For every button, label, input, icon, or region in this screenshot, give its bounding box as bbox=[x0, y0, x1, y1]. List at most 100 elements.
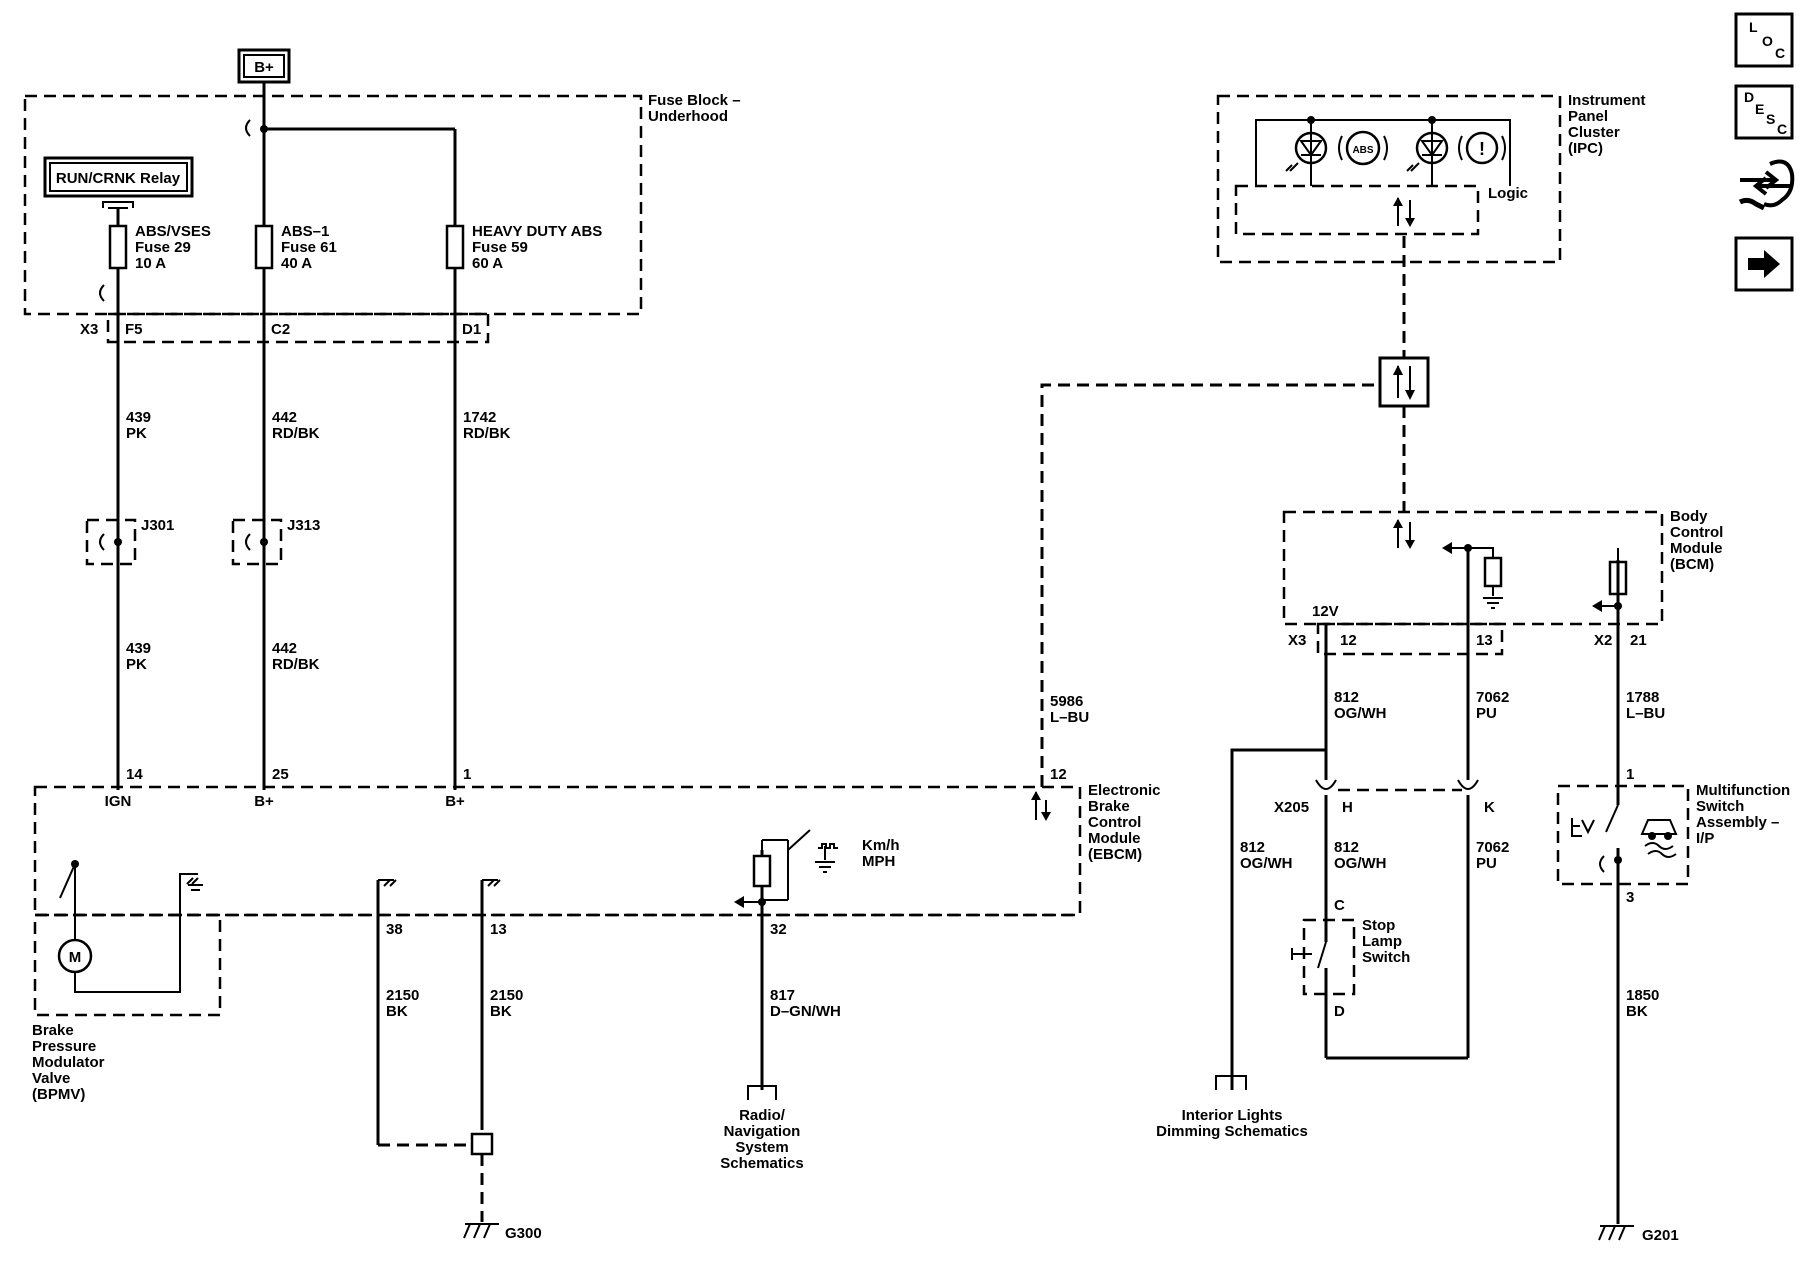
radio-ref-3: System bbox=[735, 1139, 788, 1156]
fuse-59-number: Fuse 59 bbox=[472, 239, 528, 256]
wire-2150a-num: 2150 bbox=[386, 987, 419, 1004]
ebcm-pin-1: 1 bbox=[463, 766, 471, 783]
diagnostic-info-button[interactable] bbox=[1738, 159, 1795, 211]
bcm-title-4: (BCM) bbox=[1670, 556, 1714, 573]
arrow-right-icon bbox=[1748, 250, 1780, 278]
fuse-29-icon bbox=[108, 224, 128, 270]
wire-439b-num: 439 bbox=[126, 640, 151, 657]
wire-7062a-num: 7062 bbox=[1476, 689, 1509, 706]
bcm-title-2: Control bbox=[1670, 524, 1723, 541]
body-control-module: Body Control Module (BCM) 12V X3 12 13 X… bbox=[1282, 508, 1723, 656]
bcm-connector-x2: X2 bbox=[1594, 632, 1612, 649]
stop-lamp-pin-d: D bbox=[1334, 1003, 1345, 1020]
fuse-61-number: Fuse 61 bbox=[281, 239, 337, 256]
serial-data-gateway-icon bbox=[1378, 356, 1430, 408]
fuse-59-rating: 60 A bbox=[472, 255, 503, 272]
loc-letter-o: O bbox=[1762, 33, 1773, 49]
wire-jumper-mark bbox=[99, 284, 105, 302]
ground-g201-label: G201 bbox=[1642, 1227, 1679, 1244]
hand-icon bbox=[1763, 159, 1795, 208]
loc-letter-l: L bbox=[1749, 19, 1758, 35]
ground-icon bbox=[480, 879, 501, 1130]
fuse-29-number: Fuse 29 bbox=[135, 239, 191, 256]
wire-7062a-color: PU bbox=[1476, 705, 1497, 722]
bpmv-title-5: (BPMV) bbox=[32, 1086, 85, 1103]
x205-pin-h: H bbox=[1342, 799, 1353, 816]
stop-lamp-switch: C Stop Lamp Switch D bbox=[1291, 897, 1468, 1060]
wire-817-num: 817 bbox=[770, 987, 795, 1004]
splice-j313-label: J313 bbox=[287, 517, 320, 534]
abs-symbol-icon: ABS bbox=[1338, 130, 1388, 166]
traction-control-icon bbox=[1640, 819, 1678, 858]
wire-812c-num: 812 bbox=[1334, 839, 1359, 856]
wire-812b-num: 812 bbox=[1240, 839, 1265, 856]
relay-contact-icon bbox=[102, 201, 134, 209]
vehicle-speed-circuit bbox=[734, 829, 838, 1090]
motor-label: M bbox=[69, 949, 82, 966]
wire-1742-num: 1742 bbox=[463, 409, 496, 426]
wire-5986-num: 5986 bbox=[1050, 693, 1083, 710]
bpmv-title-3: Modulator bbox=[32, 1054, 105, 1071]
mfs-pin-3: 3 bbox=[1626, 889, 1634, 906]
wire-7062b-color: PU bbox=[1476, 855, 1497, 872]
desc-letter-e: E bbox=[1755, 101, 1764, 117]
mfs-title-3: Assembly – bbox=[1696, 814, 1779, 831]
bcm-pin-13: 13 bbox=[1476, 632, 1493, 649]
brake-indicator-lamp-icon bbox=[1406, 120, 1449, 186]
brake-symbol-text: ! bbox=[1479, 139, 1485, 159]
connector-x205: X205 H K bbox=[1215, 748, 1495, 1090]
wire-1850-num: 1850 bbox=[1626, 987, 1659, 1004]
ipc-logic-label: Logic bbox=[1488, 185, 1528, 202]
fuse-block-title-1: Fuse Block – bbox=[648, 92, 741, 109]
ebcm-title-1: Electronic bbox=[1088, 782, 1161, 799]
location-button[interactable]: L O C bbox=[1734, 12, 1794, 68]
ebcm-pin-38: 38 bbox=[386, 921, 403, 938]
stop-lamp-title-2: Lamp bbox=[1362, 933, 1402, 950]
ipc-title-2: Panel bbox=[1568, 108, 1608, 125]
ebcm-pin-label-bplus-1: B+ bbox=[254, 793, 274, 810]
brake-warning-symbol-icon: ! bbox=[1458, 131, 1506, 165]
abs-indicator-lamp-icon bbox=[1285, 120, 1328, 186]
ebcm-title-4: Module bbox=[1088, 830, 1141, 847]
wire-2150b-color: BK bbox=[490, 1003, 512, 1020]
wire-812c-color: OG/WH bbox=[1334, 855, 1387, 872]
stop-lamp-title-1: Stop bbox=[1362, 917, 1395, 934]
wire-2150a-color: BK bbox=[386, 1003, 408, 1020]
interior-lights-reference[interactable]: Interior Lights Dimming Schematics bbox=[1156, 1107, 1308, 1140]
pin-f5: F5 bbox=[125, 321, 143, 338]
arrow-left-icon bbox=[1752, 176, 1792, 196]
bpmv-title-2: Pressure bbox=[32, 1038, 96, 1055]
description-button[interactable]: D E S C bbox=[1734, 84, 1794, 140]
next-page-button[interactable] bbox=[1734, 236, 1794, 292]
radio-ref-1: Radio/ bbox=[739, 1107, 786, 1124]
wire-7062b-num: 7062 bbox=[1476, 839, 1509, 856]
wire-812a-num: 812 bbox=[1334, 689, 1359, 706]
bpmv: M Brake Pressure Modulator Valve (BPMV) bbox=[32, 860, 222, 1103]
speed-unit-mph: MPH bbox=[862, 853, 895, 870]
ebcm-pin-13: 13 bbox=[490, 921, 507, 938]
mfs-title-4: I/P bbox=[1696, 830, 1714, 847]
radio-ref-2: Navigation bbox=[724, 1123, 801, 1140]
wire-5986-color: L–BU bbox=[1050, 709, 1089, 726]
speed-unit-km: Km/h bbox=[862, 837, 900, 854]
desc-letter-d: D bbox=[1744, 89, 1754, 105]
pin-c2: C2 bbox=[271, 321, 290, 338]
ground-splice-icon bbox=[470, 1132, 494, 1156]
ground-g201-icon bbox=[1598, 1225, 1634, 1241]
wire-812b-color: OG/WH bbox=[1240, 855, 1293, 872]
ipc-title-3: Cluster bbox=[1568, 124, 1620, 141]
fuse-59-name: HEAVY DUTY ABS bbox=[472, 223, 602, 240]
wire-442-color: RD/BK bbox=[272, 425, 320, 442]
radio-navigation-reference[interactable]: Radio/ Navigation System Schematics bbox=[720, 1107, 803, 1172]
wire-1788-num: 1788 bbox=[1626, 689, 1659, 706]
ground-g300-icon bbox=[463, 1223, 499, 1239]
ipc-serial-icon bbox=[1393, 197, 1415, 227]
stop-lamp-pin-c: C bbox=[1334, 897, 1345, 914]
x205-label: X205 bbox=[1274, 799, 1309, 816]
wire-442-num: 442 bbox=[272, 409, 297, 426]
wire-1788-color: L–BU bbox=[1626, 705, 1665, 722]
bcm-title-1: Body bbox=[1670, 508, 1708, 525]
wire-442b-color: RD/BK bbox=[272, 656, 320, 673]
ebcm-title-3: Control bbox=[1088, 814, 1141, 831]
fuse-block-underhood: Fuse Block – Underhood RUN/CRNK Relay AB… bbox=[23, 92, 741, 790]
